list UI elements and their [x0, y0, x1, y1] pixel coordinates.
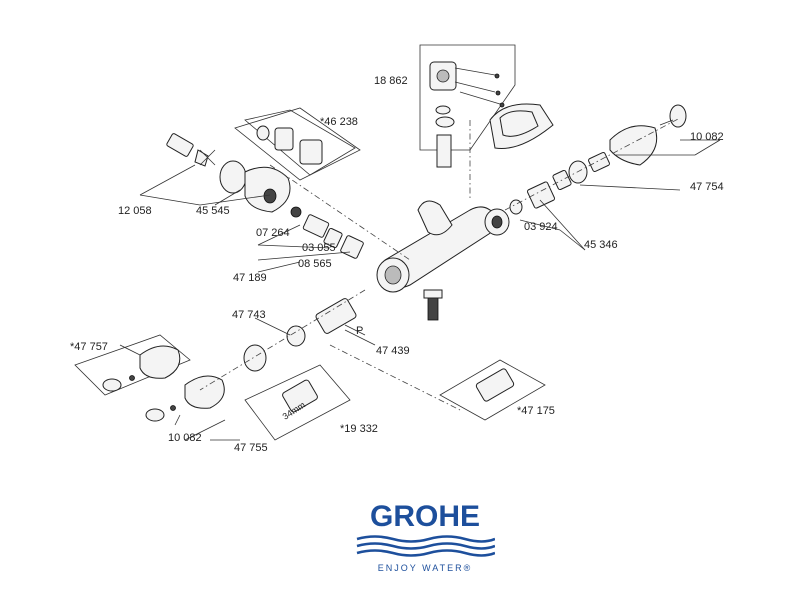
label-10082-top: 10 082: [690, 131, 724, 143]
label-46238: *46 238: [320, 116, 358, 128]
mixer-body: [376, 104, 721, 321]
label-07264: 07 264: [256, 227, 290, 239]
lower-left-group: [74, 117, 681, 441]
left-upper-group: [139, 107, 364, 273]
grohe-logo: GROHE ENJOY WATER®: [355, 500, 495, 590]
label-03924: 03 924: [524, 221, 558, 233]
label-47757: *47 757: [70, 341, 108, 353]
label-08565: 08 565: [298, 258, 332, 270]
label-47175: *47 175: [517, 405, 555, 417]
label-47754: 47 754: [690, 181, 724, 193]
label-47189: 47 189: [233, 272, 267, 284]
label-45545: 45 545: [196, 205, 230, 217]
label-03055: 03 055: [302, 242, 336, 254]
label-47755: 47 755: [234, 442, 268, 454]
label-19332: *19 332: [340, 423, 378, 435]
brand-name: GROHE: [369, 500, 480, 533]
water-waves-icon: [356, 535, 495, 557]
brand-tagline: ENJOY WATER®: [377, 563, 473, 573]
label-47439: 47 439: [376, 345, 410, 357]
label-P: P: [356, 325, 363, 337]
label-47743: 47 743: [232, 309, 266, 321]
label-45346: 45 346: [584, 239, 618, 251]
label-12058: 12 058: [118, 205, 152, 217]
label-10082-bottom: 10 082: [168, 432, 202, 444]
wall-bracket-group: [419, 44, 554, 168]
label-18862: 18 862: [374, 75, 408, 87]
